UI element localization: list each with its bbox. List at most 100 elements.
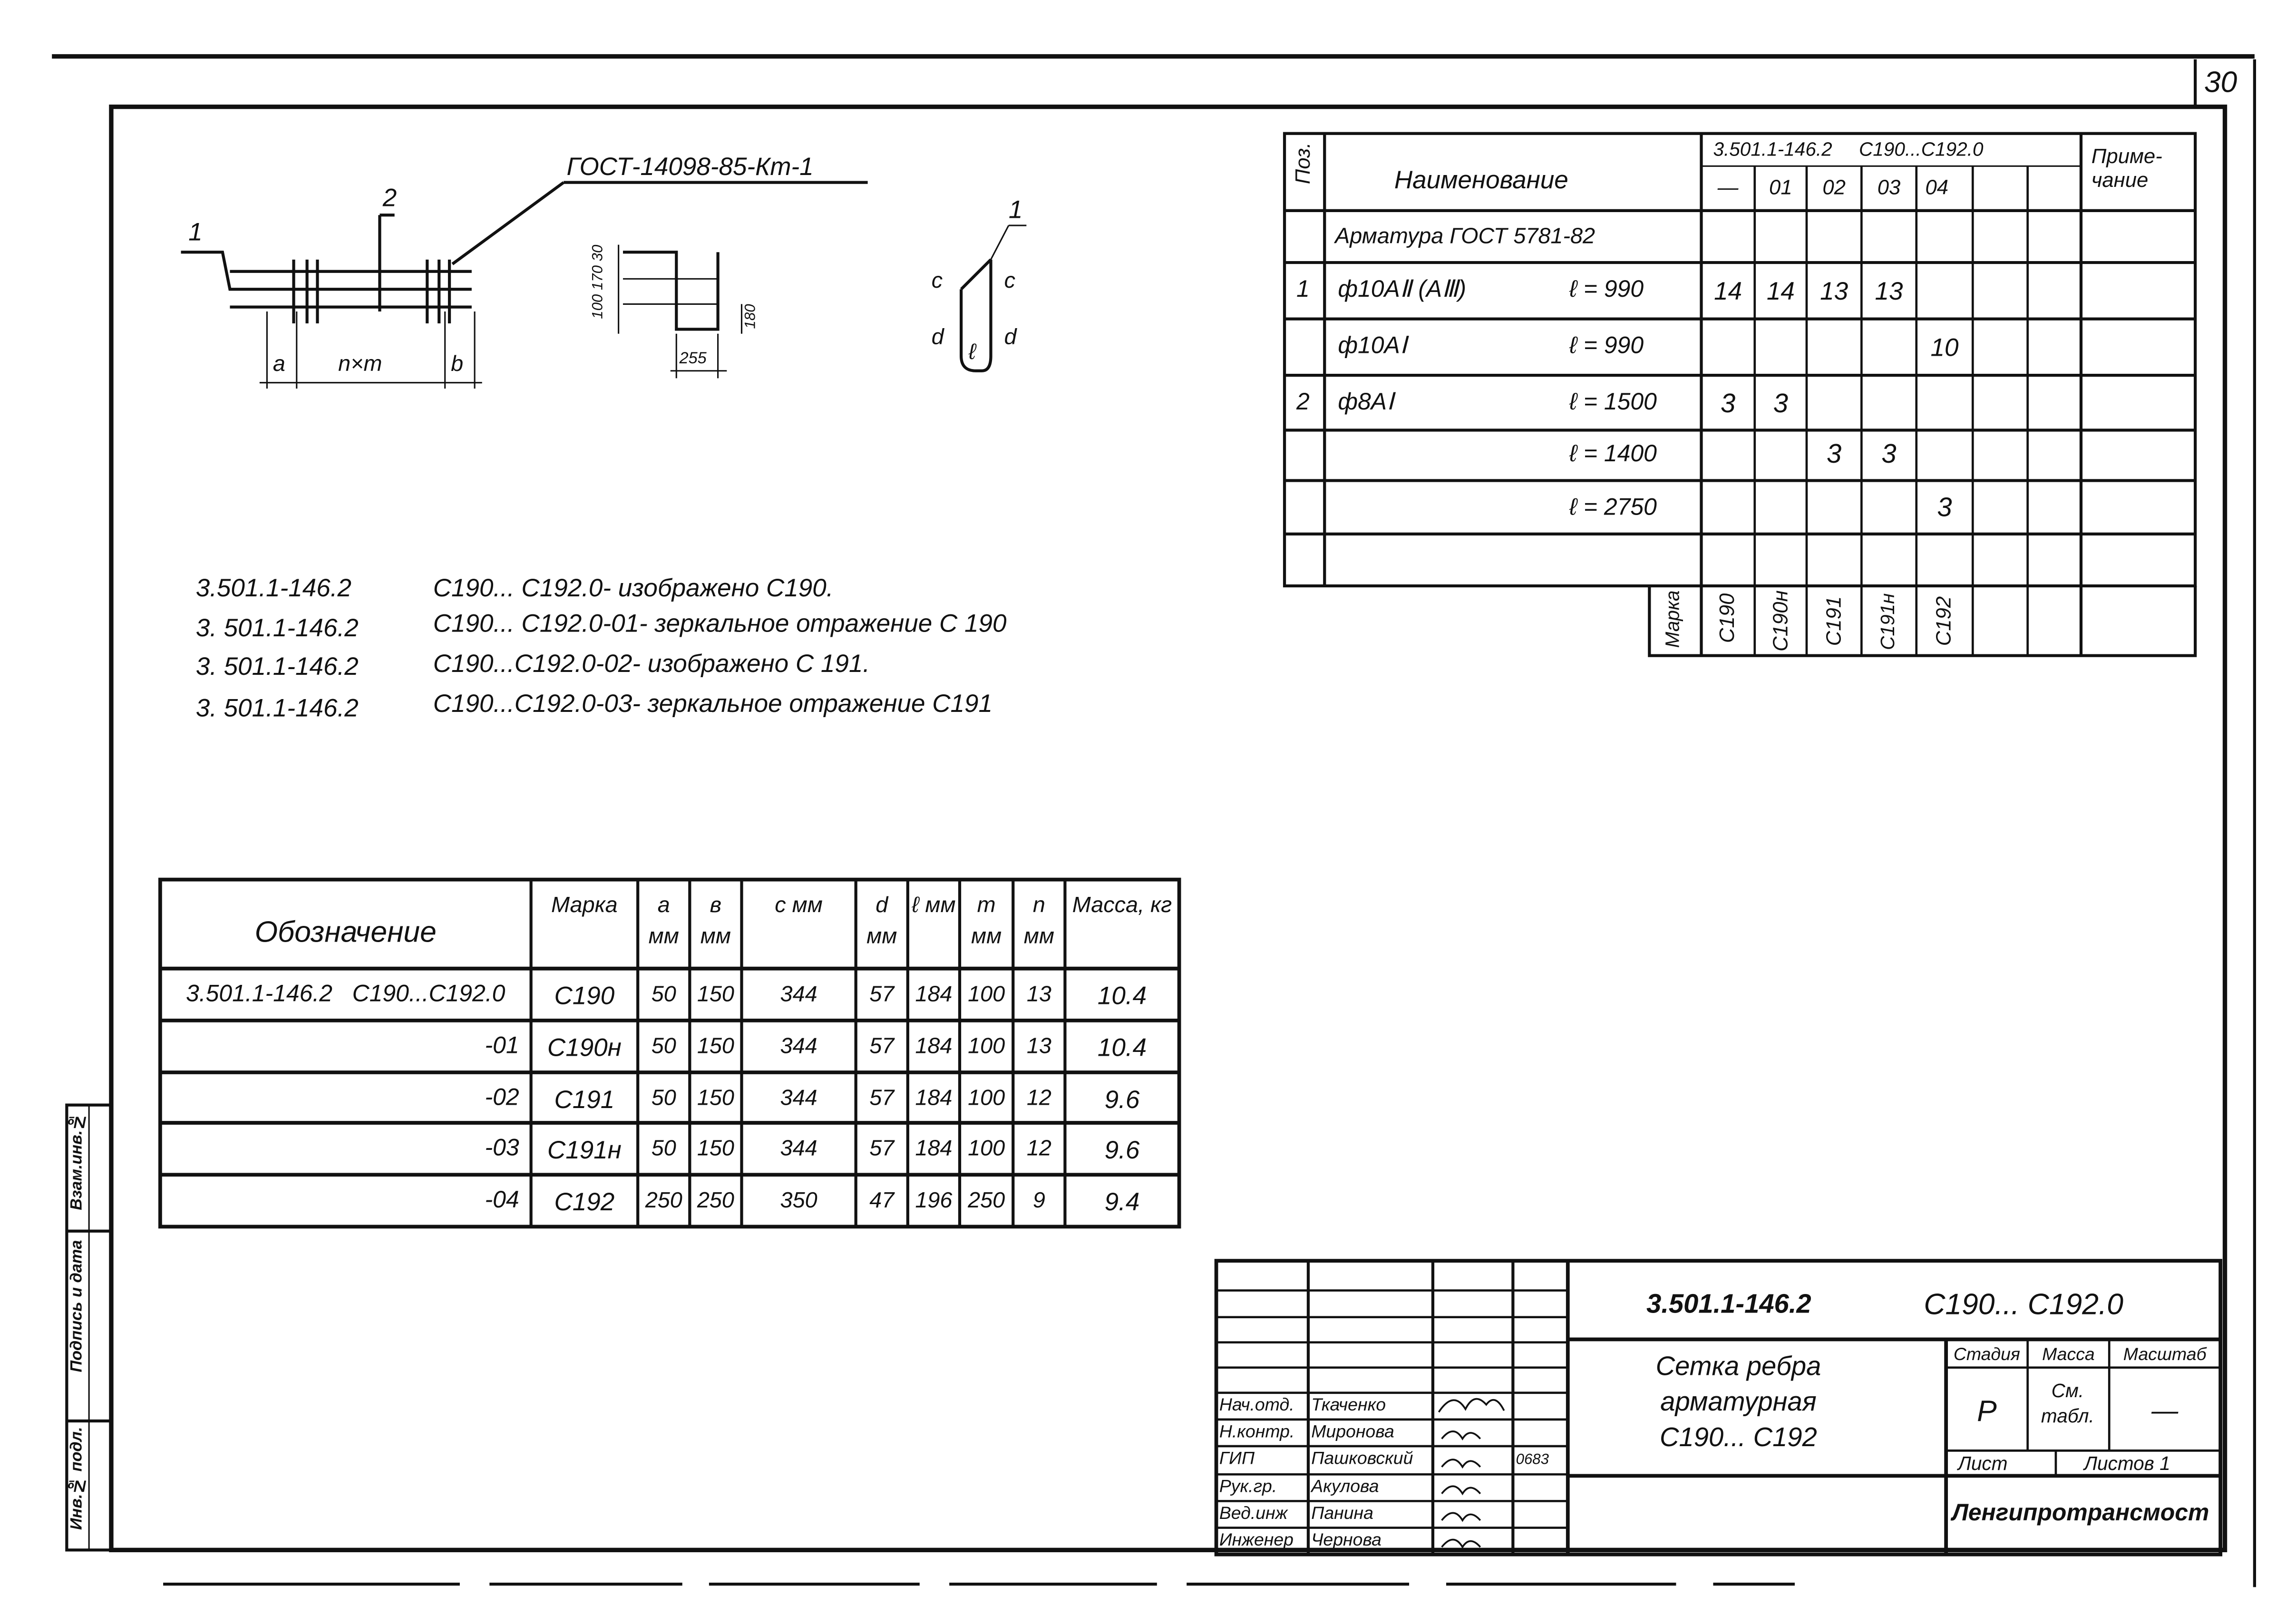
params-cell: 250	[645, 1188, 682, 1214]
params-cell: 344	[780, 1136, 817, 1162]
params-cell: 344	[780, 1033, 817, 1059]
params-cell: 50	[651, 1033, 676, 1059]
sheet-number: 30	[2204, 67, 2238, 99]
spec-cell: 10	[1930, 333, 1959, 362]
params-header: a мм	[648, 893, 679, 950]
note-code: 3. 501.1-146.2	[195, 694, 359, 722]
params-cell: 184	[915, 982, 953, 1007]
staff-name: Миронова	[1311, 1421, 1394, 1442]
variant: 03	[1877, 175, 1901, 199]
params-cell: 3.501.1-146.2 С190...С192.0	[185, 982, 506, 1007]
note-code: 3. 501.1-146.2	[195, 614, 359, 642]
note-text: С190...С192.0-03- зеркальное отражение С…	[433, 690, 993, 718]
marka-label: Марка	[1661, 590, 1684, 648]
params-header: d мм	[866, 893, 897, 950]
signatures	[1438, 1398, 1505, 1549]
params-cell: 100	[968, 1086, 1005, 1111]
spec-row-length: ℓ = 1500	[1569, 390, 1657, 416]
tb-scale: —	[2151, 1395, 2179, 1426]
params-cell: С191	[554, 1086, 615, 1114]
dim-180: 180	[743, 304, 759, 329]
params-header: Масса, кг	[1072, 893, 1172, 918]
variant: 01	[1769, 175, 1792, 199]
params-cell: -01	[485, 1033, 519, 1059]
params-cell: С192	[554, 1188, 615, 1216]
mark: С191	[1821, 596, 1846, 646]
dim-section: 100 170 30	[590, 244, 607, 319]
spec-cell: 3	[1720, 389, 1736, 418]
tb-date: 0683	[1516, 1452, 1549, 1469]
note-text: С190...С192.0-02- изображено С 191.	[433, 650, 870, 678]
staff-role: ГИП	[1219, 1448, 1255, 1469]
params-cell: С191н	[547, 1136, 622, 1165]
staff-role: Нач.отд.	[1219, 1394, 1294, 1415]
params-cell: 12	[1026, 1136, 1051, 1162]
staff-name: Акулова	[1311, 1475, 1379, 1496]
dim-a: a	[272, 351, 285, 377]
spec-cell: 14	[1714, 277, 1742, 306]
note-code: 3. 501.1-146.2	[195, 652, 359, 681]
params-cell: 10.4	[1097, 1033, 1147, 1062]
spec-row-pos: 1	[1296, 277, 1310, 303]
staff-role: Вед.инж	[1219, 1502, 1288, 1523]
note-text: С190... С192.0-01- зеркальное отражение …	[433, 609, 1007, 638]
staff-name: Ткаченко	[1311, 1394, 1386, 1415]
params-cell: 184	[915, 1136, 953, 1162]
params-cell: 9.4	[1104, 1188, 1140, 1216]
params-cell: 150	[697, 1086, 734, 1111]
tb-organization: Ленгипротрансмост	[1952, 1501, 2209, 1527]
tb-designation: 3.501.1-146.2	[1646, 1289, 1811, 1319]
params-cell: 184	[915, 1086, 953, 1111]
spec-row-length: ℓ = 990	[1569, 333, 1644, 359]
spec-header-note: Приме- чание	[2091, 144, 2162, 192]
staff-role: Инженер	[1219, 1529, 1294, 1550]
params-cell: С190	[554, 982, 615, 1011]
params-cell: 250	[968, 1188, 1005, 1214]
params-cell: 100	[968, 982, 1005, 1007]
params-header: n мм	[1023, 893, 1054, 950]
staff-name: Чернова	[1311, 1529, 1382, 1550]
params-cell: С190н	[547, 1033, 622, 1062]
params-cell: 50	[651, 1136, 676, 1162]
spec-cell: 3	[1773, 389, 1788, 418]
side-stamp-replace: Взам.инв.№	[68, 1112, 86, 1210]
mark: С190	[1714, 593, 1739, 643]
callout-1: 1	[188, 218, 203, 246]
staff-name: Панина	[1311, 1502, 1373, 1523]
params-cell: 10.4	[1097, 982, 1147, 1011]
params-cell: 57	[869, 982, 895, 1007]
spec-row-pos: 2	[1296, 390, 1310, 416]
tb-mass-label: Масса	[2042, 1343, 2095, 1365]
callout-2: 2	[382, 184, 397, 213]
params-header: m мм	[971, 893, 1002, 950]
dim-nxm: n×m	[338, 351, 382, 377]
gost-label: ГОСТ-14098-85-Кт-1	[566, 153, 814, 181]
params-cell: 150	[697, 982, 734, 1007]
params-header: c мм	[775, 893, 823, 918]
note-code: 3.501.1-146.2	[195, 574, 351, 603]
spec-row-length: ℓ = 2750	[1569, 495, 1657, 521]
dim-b: b	[451, 351, 464, 377]
spec-header-name: Наименование	[1394, 166, 1568, 195]
params-cell: -03	[485, 1136, 519, 1162]
tb-stage: Р	[1977, 1395, 1997, 1429]
spec-row-name: ф8АⅠ	[1338, 390, 1394, 416]
spec-header-pos: Поз.	[1290, 142, 1314, 185]
params-cell: 100	[968, 1136, 1005, 1162]
shape-d-right: d	[1004, 325, 1017, 350]
params-cell: 100	[968, 1033, 1005, 1059]
shape-c-right: c	[1004, 268, 1015, 294]
variant: 04	[1925, 175, 1949, 199]
params-cell: 47	[869, 1188, 895, 1214]
params-cell: 196	[915, 1188, 953, 1214]
params-cell: 9	[1032, 1188, 1045, 1214]
spec-cell: 3	[1937, 492, 1952, 522]
params-cell: 150	[697, 1033, 734, 1059]
tb-range: С190... С192.0	[1924, 1289, 2123, 1322]
params-cell: 57	[869, 1136, 895, 1162]
params-cell: 150	[697, 1136, 734, 1162]
spec-row-length: ℓ = 1400	[1569, 442, 1657, 467]
params-header: в мм	[700, 893, 731, 950]
